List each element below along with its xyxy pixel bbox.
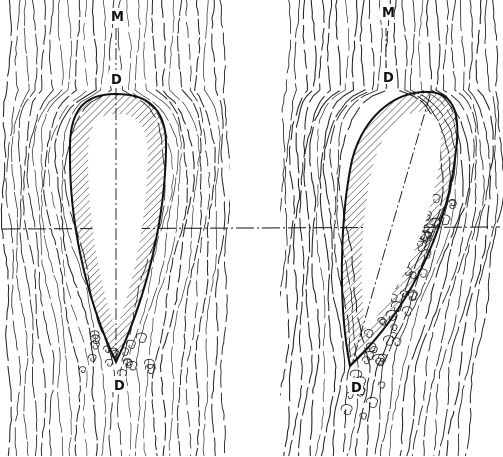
streamline [18, 0, 37, 456]
wake-swirl [341, 405, 352, 415]
wake-swirl [378, 382, 385, 388]
streamline [465, 0, 503, 456]
streamline [6, 0, 21, 456]
wake-swirl [105, 359, 112, 366]
wake-swirl [80, 367, 86, 373]
left-label-front: D [111, 73, 122, 88]
streamline [1, 0, 11, 456]
left-label-rear: D [114, 379, 125, 394]
right-body [342, 28, 458, 366]
wake-swirl [393, 338, 401, 346]
streamline [439, 0, 490, 456]
wake-swirl [89, 354, 97, 361]
wake-swirl [402, 307, 412, 316]
wake-swirl [362, 357, 370, 364]
right-label-front: D [383, 71, 394, 86]
right-label-top: M [382, 6, 395, 21]
left-label-top: M [111, 10, 124, 25]
streamline [23, 0, 46, 456]
wake-swirl [366, 397, 377, 407]
right-label-rear: D [351, 381, 362, 396]
wake-swirl [126, 340, 135, 348]
wake-swirl [365, 352, 374, 360]
